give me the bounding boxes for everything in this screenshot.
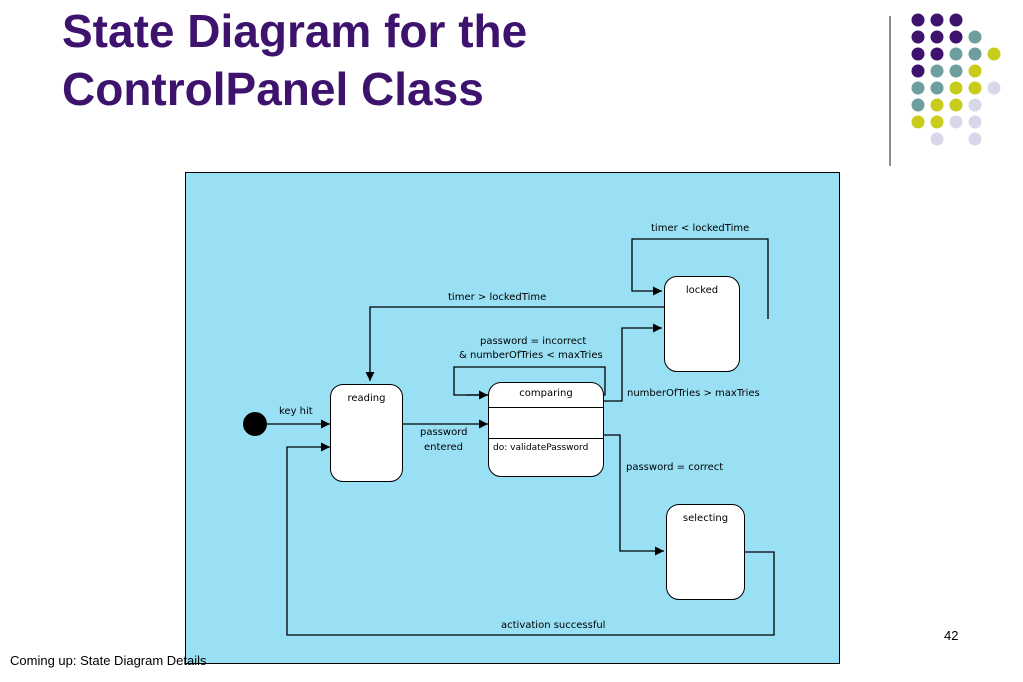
state-selecting-label: selecting xyxy=(682,513,729,524)
label-tries-below-max: & numberOfTries < maxTries xyxy=(459,350,603,361)
page-number: 42 xyxy=(944,628,959,643)
decorative-dot xyxy=(987,47,1001,61)
label-password-incorrect: password = incorrect xyxy=(480,336,587,347)
decorative-dot xyxy=(968,81,982,95)
state-comparing-activity: do: validatePassword xyxy=(493,443,589,453)
title-line-2: ControlPanel Class xyxy=(62,63,484,115)
decorative-dot xyxy=(930,81,944,95)
transition-timer-loop xyxy=(631,238,769,319)
state-diagram: reading comparing do: validatePassword l… xyxy=(185,172,840,664)
label-tries-exceeded: numberOfTries > maxTries xyxy=(627,388,760,399)
transition-correct xyxy=(604,434,664,556)
state-reading-label: reading xyxy=(347,393,386,404)
decorative-dot xyxy=(968,64,982,78)
label-password-entered-1: password xyxy=(420,427,468,438)
transition-incorrect-loop xyxy=(453,366,606,396)
decorative-dot xyxy=(968,47,982,61)
decorative-divider xyxy=(889,16,891,166)
decorative-dot xyxy=(987,81,1001,95)
decorative-dot xyxy=(949,98,963,112)
decorative-dot xyxy=(968,115,982,129)
decorative-dot xyxy=(968,98,982,112)
initial-state xyxy=(243,412,267,436)
decorative-dot xyxy=(930,98,944,112)
decorative-dot xyxy=(930,30,944,44)
state-locked-label: locked xyxy=(685,285,719,296)
decorative-dot xyxy=(968,132,982,146)
state-selecting: selecting xyxy=(666,504,745,600)
footer-note: Coming up: State Diagram Details xyxy=(10,653,207,668)
decorative-dot xyxy=(949,115,963,129)
state-comparing-label: comparing xyxy=(519,388,573,399)
decorative-dot xyxy=(930,132,944,146)
state-locked: locked xyxy=(664,276,740,372)
slide-title: State Diagram for the ControlPanel Class xyxy=(62,2,702,118)
decorative-dot xyxy=(949,64,963,78)
decorative-dot xyxy=(949,81,963,95)
decorative-dot xyxy=(911,115,925,129)
decorative-dot xyxy=(911,64,925,78)
label-timer-not-expired: timer < lockedTime xyxy=(651,223,750,234)
compartment-divider xyxy=(489,407,603,408)
decorative-dot xyxy=(930,13,944,27)
title-line-1: State Diagram for the xyxy=(62,5,528,57)
decorative-dot xyxy=(930,64,944,78)
decorative-dot xyxy=(949,13,963,27)
decorative-dot xyxy=(968,30,982,44)
decorative-dot xyxy=(911,13,925,27)
decorative-dot xyxy=(949,30,963,44)
decorative-dot xyxy=(911,30,925,44)
decorative-dot xyxy=(930,115,944,129)
transition-tries-exceeded xyxy=(604,323,662,402)
label-password-correct: password = correct xyxy=(626,462,724,473)
label-key-hit: key hit xyxy=(279,406,313,417)
decorative-dot xyxy=(911,81,925,95)
label-timer-expired: timer > lockedTime xyxy=(448,292,547,303)
label-password-entered-2: entered xyxy=(424,442,463,453)
transition-activation xyxy=(286,442,775,636)
transition-arrows xyxy=(243,238,775,636)
decorative-dot xyxy=(930,47,944,61)
compartment-divider xyxy=(489,438,603,439)
decorative-dot xyxy=(911,47,925,61)
state-comparing: comparing do: validatePassword xyxy=(488,382,604,477)
state-reading: reading xyxy=(330,384,403,482)
transition-timer-expired xyxy=(365,306,664,381)
decorative-dot xyxy=(949,47,963,61)
decorative-dot xyxy=(911,98,925,112)
label-activation-successful: activation successful xyxy=(501,620,606,631)
